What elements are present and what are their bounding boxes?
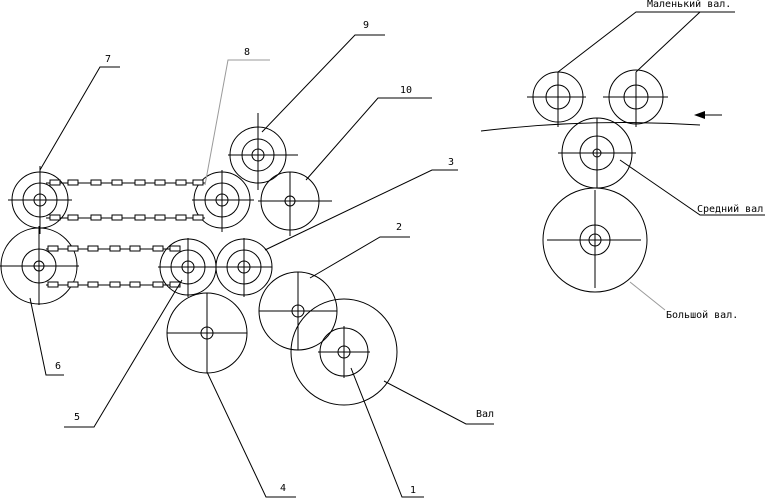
label-1: 1: [410, 485, 416, 496]
label-9: 9: [363, 20, 369, 31]
small-shaft-left: [527, 71, 586, 127]
gear-5: [158, 238, 218, 297]
gear-4: [166, 292, 248, 374]
big-shaft: [542, 187, 648, 293]
middle-shaft: [558, 117, 636, 189]
gear-1-shaft: [290, 298, 398, 406]
label-5: 5: [74, 412, 80, 423]
label-2: 2: [396, 222, 402, 233]
label-10: 10: [400, 85, 412, 96]
gear-10: [258, 171, 332, 236]
gear-2: [258, 271, 338, 351]
label-8: 8: [244, 47, 250, 58]
leader-lines-right: [557, 11, 765, 311]
label-3: 3: [448, 157, 454, 168]
leader-lines-left: [29, 34, 494, 498]
chain-lower: [46, 245, 181, 288]
small-shaft-right: [603, 69, 668, 127]
gear-7: [8, 166, 72, 234]
gear-6: [0, 226, 79, 305]
label-middle-shaft: Средний вал: [697, 203, 763, 215]
label-6: 6: [55, 361, 61, 372]
material-line: [480, 122, 701, 132]
label-7: 7: [105, 54, 111, 65]
label-val: Вал: [476, 409, 494, 420]
gear-upper-sprocket: [192, 170, 254, 232]
gear-9: [228, 113, 298, 190]
label-big-shaft: Большой вал.: [666, 309, 738, 321]
chain-upper: [46, 179, 205, 221]
label-4: 4: [280, 483, 286, 494]
gear-3: [214, 238, 273, 297]
label-small-shaft: Маленький вал.: [647, 0, 731, 10]
feed-arrow-icon: [694, 111, 722, 119]
